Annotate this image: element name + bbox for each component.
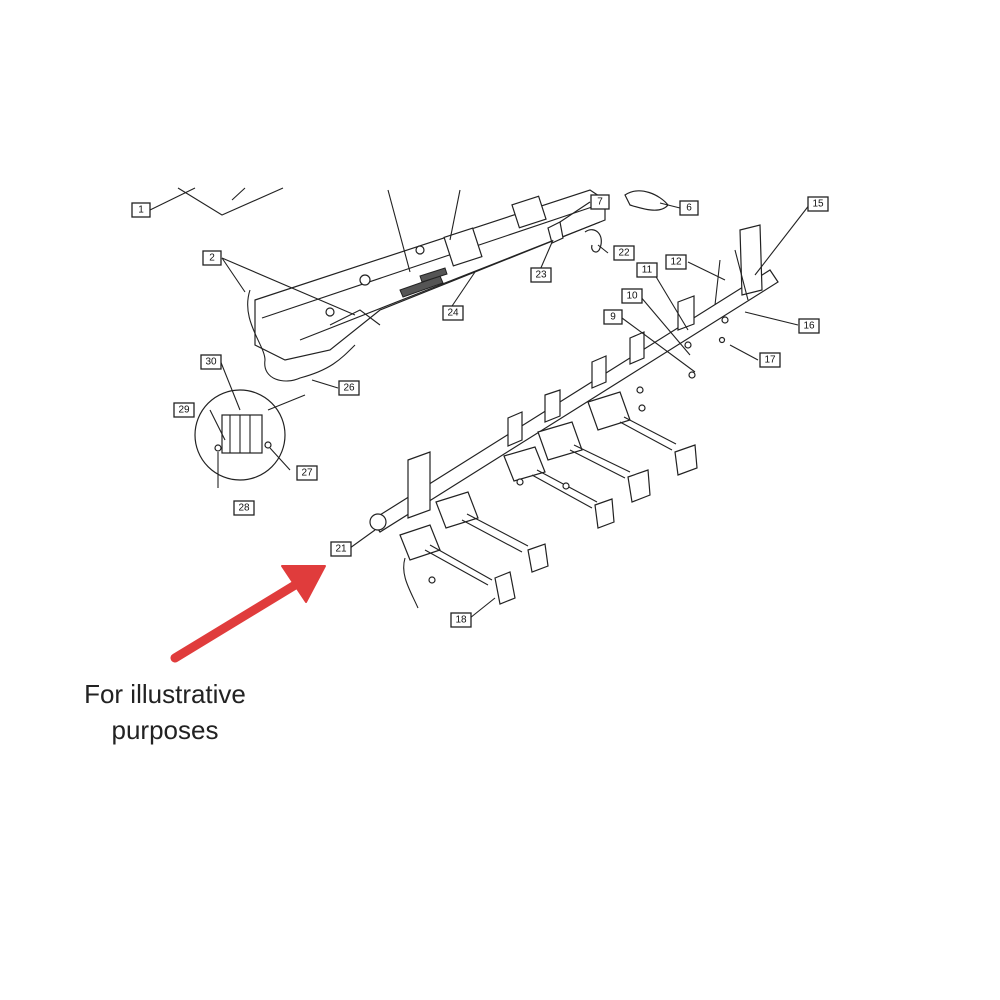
svg-text:16: 16 bbox=[803, 321, 815, 332]
spring-6 bbox=[624, 190, 669, 211]
svg-text:1: 1 bbox=[138, 205, 144, 216]
svg-text:10: 10 bbox=[626, 291, 638, 302]
callout-10: 10 bbox=[621, 288, 643, 304]
svg-text:27: 27 bbox=[301, 468, 313, 479]
svg-text:6: 6 bbox=[686, 203, 692, 214]
valve-4 bbox=[537, 421, 651, 503]
manifold-brackets bbox=[407, 295, 695, 519]
callout-29: 29 bbox=[173, 402, 195, 418]
callout-27: 27 bbox=[296, 465, 318, 481]
callout-9: 9 bbox=[603, 309, 623, 325]
svg-text:30: 30 bbox=[205, 357, 217, 368]
callout-6: 6 bbox=[679, 200, 699, 216]
svg-text:29: 29 bbox=[178, 405, 190, 416]
top-panel bbox=[177, 187, 284, 216]
svg-text:21: 21 bbox=[335, 544, 347, 555]
svg-text:26: 26 bbox=[343, 383, 355, 394]
callout-2: 2 bbox=[202, 250, 222, 266]
callout-7: 7 bbox=[590, 194, 610, 210]
callout-12: 12 bbox=[665, 254, 687, 270]
svg-text:2: 2 bbox=[209, 253, 215, 264]
callout-30: 30 bbox=[200, 354, 222, 370]
leader-lines bbox=[149, 187, 811, 619]
callout-21: 21 bbox=[330, 541, 352, 557]
valve-1 bbox=[399, 524, 516, 605]
valve-5 bbox=[587, 391, 698, 476]
burner-tube-22 bbox=[584, 229, 602, 253]
svg-text:7: 7 bbox=[597, 197, 603, 208]
svg-text:11: 11 bbox=[642, 265, 653, 276]
screws bbox=[428, 316, 729, 584]
callout-23: 23 bbox=[530, 267, 552, 283]
svg-text:15: 15 bbox=[812, 199, 824, 210]
callout-17: 17 bbox=[759, 352, 781, 368]
callout-16: 16 bbox=[798, 318, 820, 334]
red-arrow bbox=[170, 565, 326, 663]
control-panel bbox=[254, 189, 606, 361]
svg-text:28: 28 bbox=[238, 503, 250, 514]
caption-line-2: purposes bbox=[111, 715, 219, 745]
svg-text:17: 17 bbox=[764, 355, 776, 366]
svg-text:9: 9 bbox=[610, 312, 616, 323]
svg-text:12: 12 bbox=[670, 257, 682, 268]
caption-line-1: For illustrative bbox=[84, 679, 246, 709]
svg-text:18: 18 bbox=[455, 615, 467, 626]
connector-7 bbox=[547, 221, 564, 244]
callout-1: 1 bbox=[131, 202, 151, 218]
caption: For illustrative purposes bbox=[60, 676, 270, 748]
valve-2 bbox=[435, 491, 549, 573]
callout-24: 24 bbox=[442, 305, 464, 321]
callout-22: 22 bbox=[613, 245, 635, 261]
transformer-detail bbox=[194, 389, 306, 488]
svg-text:23: 23 bbox=[535, 270, 547, 281]
valve-3 bbox=[503, 446, 615, 529]
callout-26: 26 bbox=[338, 380, 360, 396]
callout-11: 11 bbox=[636, 262, 658, 278]
callout-28: 28 bbox=[233, 500, 255, 516]
callout-18: 18 bbox=[450, 612, 472, 628]
callout-15: 15 bbox=[807, 196, 829, 212]
wire-harness bbox=[247, 289, 356, 382]
svg-text:22: 22 bbox=[618, 248, 630, 259]
svg-text:24: 24 bbox=[447, 308, 459, 319]
